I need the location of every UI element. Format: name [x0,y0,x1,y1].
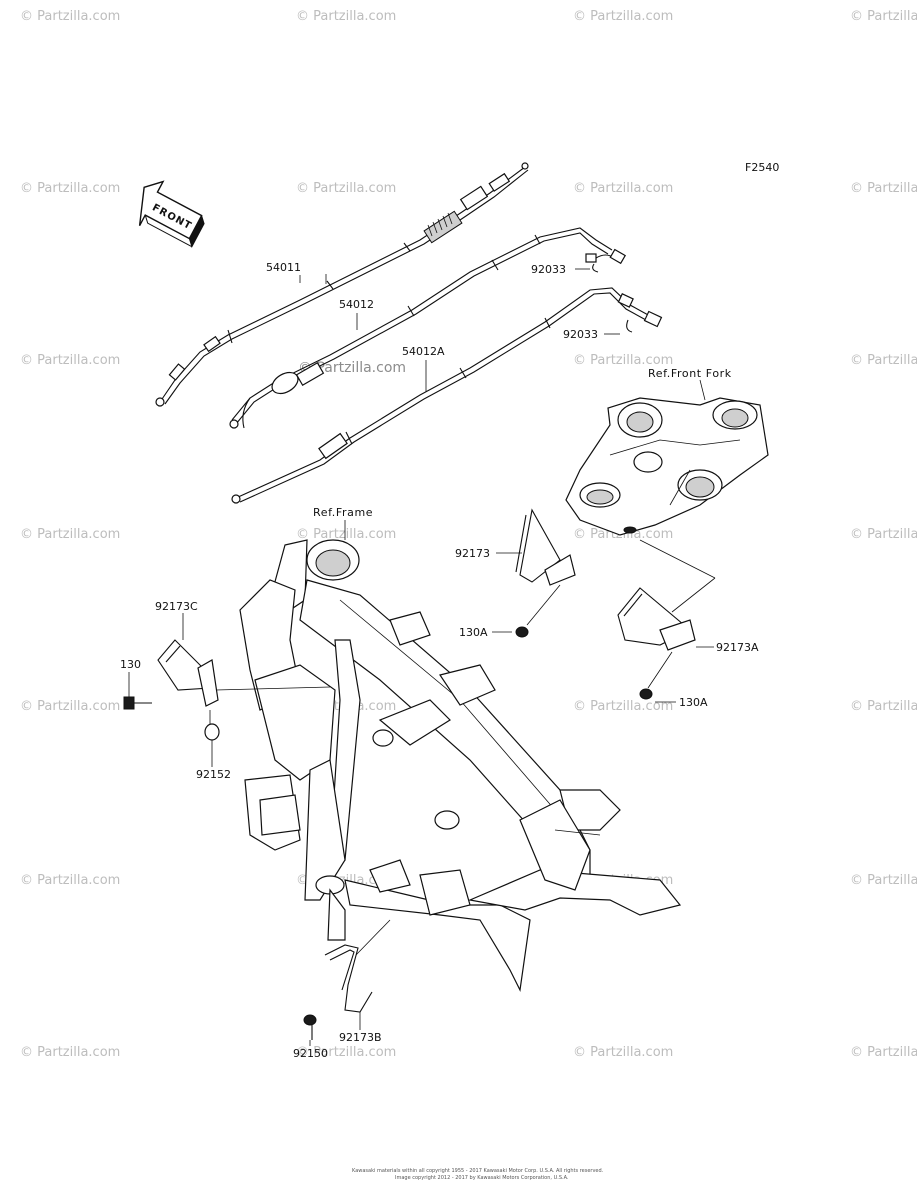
watermark: © Partzilla.com [20,699,120,714]
watermark: © Partzilla.com [20,353,120,368]
label-130A-upper: 130A [459,626,488,639]
front-fork-bracket [565,397,769,536]
watermark: © Partzilla.com [296,9,396,24]
label-92152: 92152 [196,768,231,781]
clutch-cable-54011 [155,162,529,407]
watermark: © Partzilla.com [573,353,673,368]
watermark: © Partzilla.com [296,527,396,542]
watermark-layer: © Partzilla.com © Partzilla.com © Partzi… [20,9,917,1060]
watermark: © Partzilla.com [850,181,917,196]
watermark: © Partzilla.com [573,1045,673,1060]
watermark: © Partzilla.com [850,353,917,368]
watermark: © Partzilla.com [850,873,917,888]
copyright-line-2: Image copyright 2012 - 2017 by Kawasaki … [395,1175,569,1181]
watermark: © Partzilla.com [850,9,917,24]
watermark: © Partzilla.com [850,527,917,542]
watermark: © Partzilla.com [20,873,120,888]
throttle-cable-54012A [231,287,663,504]
watermark: © Partzilla.com [850,699,917,714]
label-92173C: 92173C [155,600,198,613]
watermark: © Partzilla.com [850,1045,917,1060]
label-92033-lower: 92033 [563,328,598,341]
clamp-92173B [303,919,391,1040]
ref-front-fork: Ref.Front Fork [648,367,732,380]
label-92150: 92150 [293,1047,328,1060]
watermark: © Partzilla.com [20,1045,120,1060]
ref-frame: Ref.Frame [313,506,373,519]
throttle-cable-54012 [229,227,627,429]
label-54012: 54012 [339,298,374,311]
watermark: © Partzilla.com [20,527,120,542]
label-54012A: 54012A [402,345,445,358]
copyright-line-1: Kawasaki materials within all copyright … [352,1168,604,1174]
watermark: © Partzilla.com [573,699,673,714]
watermark: © Partzilla.com [573,181,673,196]
label-92033-upper: 92033 [531,263,566,276]
watermark: © Partzilla.com [573,9,673,24]
part-labels: 54011 54012 54012A 92033 92033 Ref.Front… [120,261,759,1060]
label-130A-lower: 130A [679,696,708,709]
clamp-92173C [157,639,331,741]
adjuster-icon [423,210,463,244]
watermark: © Partzilla.com [20,9,120,24]
clamp-92173A [617,539,716,700]
diagram-code: F2540 [745,161,779,174]
leader-lines [128,268,714,1046]
label-130: 130 [120,658,141,671]
watermark: © Partzilla.com [296,1045,396,1060]
label-92173B: 92173B [339,1031,382,1044]
motorcycle-frame [239,539,682,992]
clamp-92173 [515,508,576,638]
label-54011: 54011 [266,261,301,274]
watermark: © Partzilla.com [296,181,396,196]
label-92173: 92173 [455,547,490,560]
front-arrow-icon: FRONT [138,180,205,248]
watermark: © Partzilla.com [20,181,120,196]
label-92173A: 92173A [716,641,759,654]
bolt-130 [123,696,152,710]
